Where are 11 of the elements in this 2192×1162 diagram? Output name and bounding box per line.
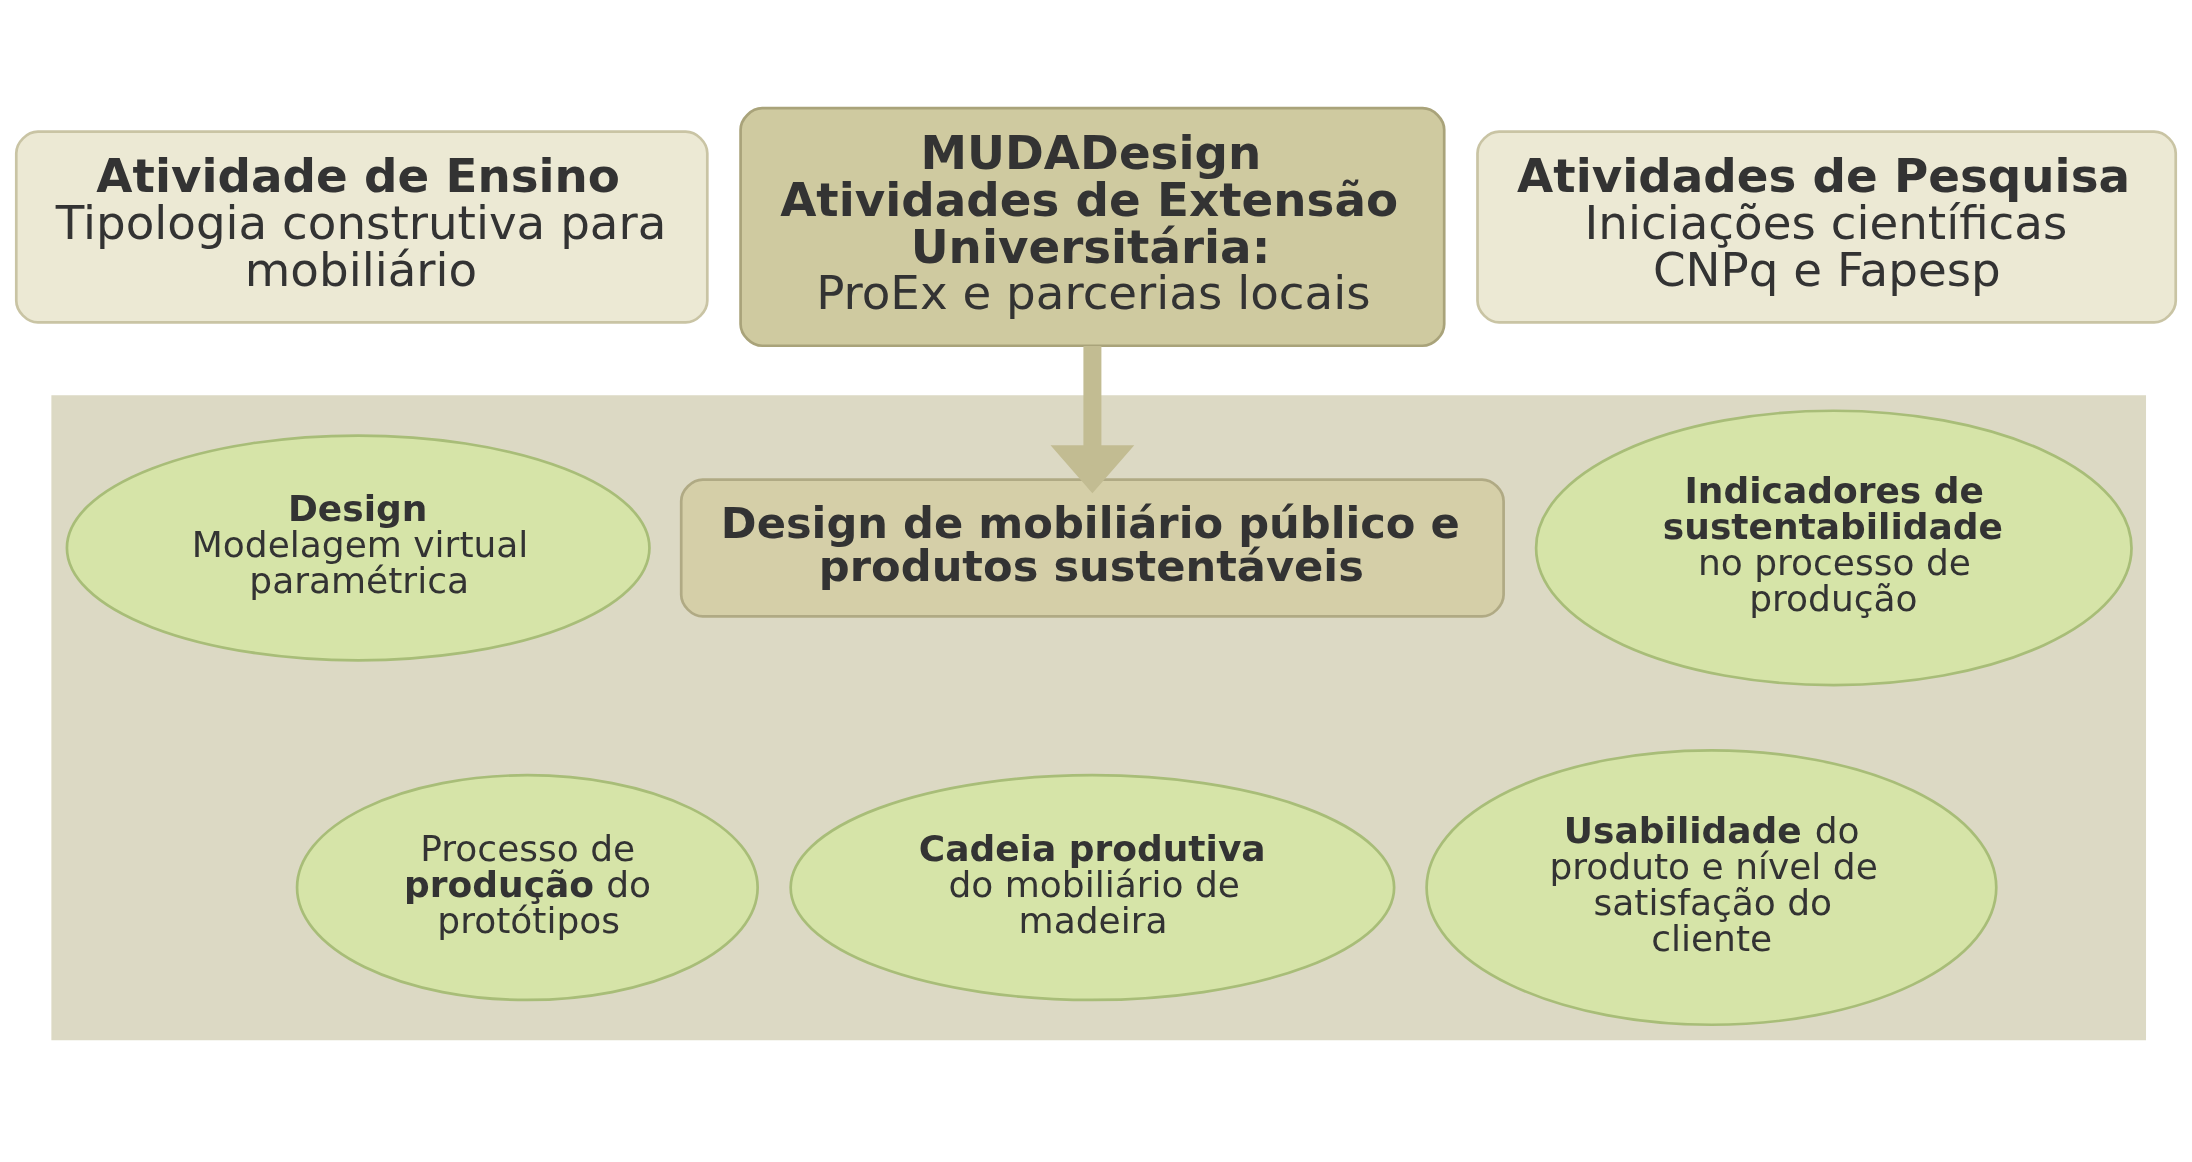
node-box: Atividades de Pesquisa Iniciações científicas CNPq e Fapesp xyxy=(1476,130,2178,324)
node-ellipse: Indicadores de sustentabilidade no processo de produção xyxy=(1534,409,2133,687)
node-box: MUDADesign Atividades de Extensão Universitária: ProEx e parcerias locais xyxy=(739,106,1446,348)
node-ellipse: Processo de produção do protótipos xyxy=(295,773,759,1002)
arrow xyxy=(1050,346,1135,494)
node-ellipse: Usabilidade do produto e nível de satisfação do cliente xyxy=(1425,749,1998,1027)
node-ellipse: Design Modelagem virtual paramétrica xyxy=(65,434,651,662)
node-box: Design de mobiliário público e produtos sustentáveis xyxy=(679,478,1505,618)
cluster xyxy=(51,395,2147,1041)
node-box: Atividade de Ensino Tipologia construtiva para mobiliário xyxy=(14,130,709,324)
node-ellipse: Cadeia produtiva do mobiliário de madeira xyxy=(789,773,1396,1002)
